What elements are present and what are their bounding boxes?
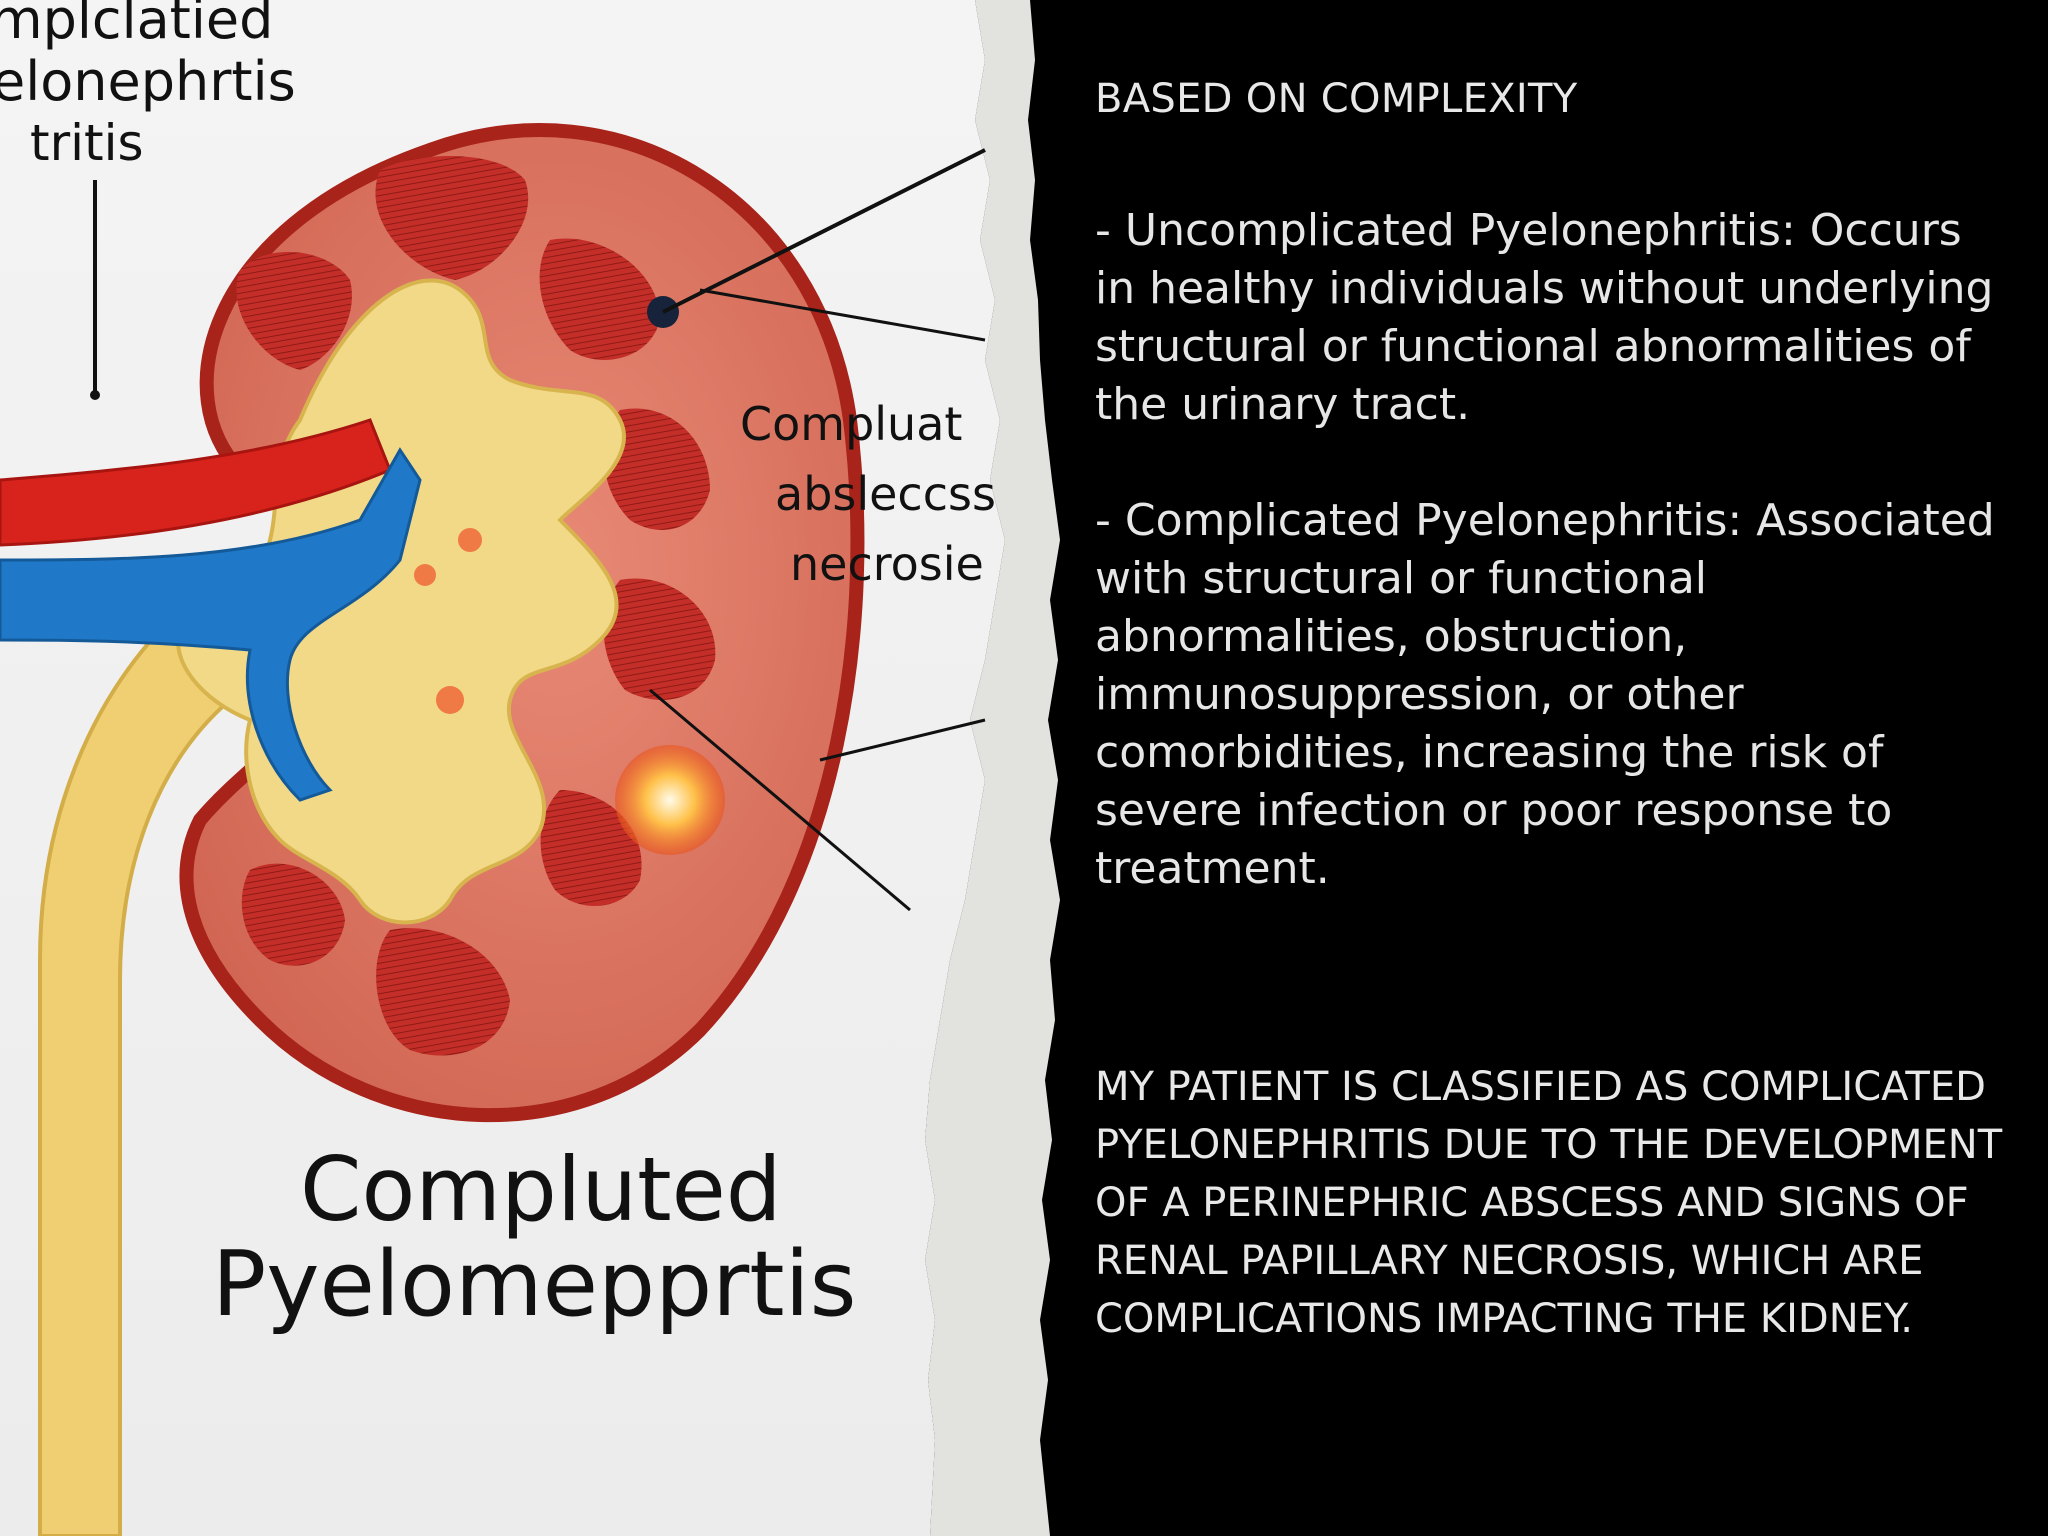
section-heading: BASED ON COMPLEXITY: [1095, 76, 1578, 122]
patient-classification: MY PATIENT IS CLASSIFIED AS COMPLICATED …: [1095, 1064, 2003, 1342]
side-label: Compluat absleccss necrosie: [740, 397, 996, 591]
top-label-line-2: elonephrtis: [0, 50, 296, 113]
renal-pyramids: [236, 156, 716, 1056]
top-label-line-1: mplclatied: [0, 0, 273, 51]
ureter: [38, 616, 233, 1536]
side-label-line-3: necrosie: [790, 537, 984, 591]
top-label: mplclatied elonephrtis tritis: [0, 0, 296, 172]
side-label-line-2: absleccss: [775, 467, 996, 521]
torn-edge: [925, 0, 1060, 1536]
text-panel: BASED ON COMPLEXITY - Uncomplicated Pyel…: [1095, 70, 2010, 1348]
complicated-paragraph: - Complicated Pyelonephritis: Associated…: [1095, 495, 1995, 894]
top-label-line-3: tritis: [30, 114, 144, 172]
side-label-line-1: Compluat: [740, 397, 962, 451]
renal-vein: [0, 447, 422, 802]
kidney-illustration: mplclatied elonephrtis tritis Compluat a…: [0, 0, 1060, 1536]
caption-line-2: Pyelomepprtis: [212, 1232, 856, 1337]
abscess: [615, 745, 725, 855]
caption-line-1: Compluted: [300, 1138, 782, 1241]
illustration-caption: Compluted Pyelomepprtis: [212, 1138, 856, 1337]
uncomplicated-paragraph: - Uncomplicated Pyelonephritis: Occurs i…: [1095, 205, 1994, 430]
kidney-diagram-svg: mplclatied elonephrtis tritis Compluat a…: [0, 0, 1060, 1536]
